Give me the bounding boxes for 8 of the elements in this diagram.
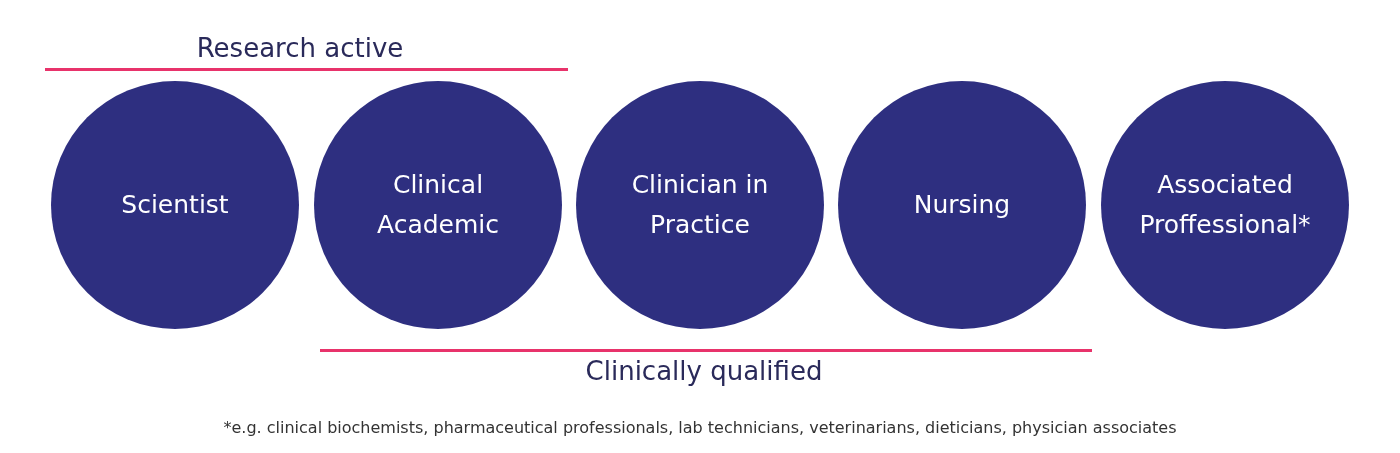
- group-label: Research active: [196, 33, 404, 63]
- role-name: Clinician in Practice: [630, 169, 770, 241]
- role-name: Associated Proffessional*: [1138, 169, 1312, 241]
- role-name: Scientist: [120, 189, 230, 221]
- role-name: Nursing: [912, 189, 1012, 221]
- role-name: Clinical Academic: [376, 169, 500, 241]
- footnote: *e.g. clinical biochemists, pharmaceutical professionals, lab technicians, veterinarians, dieticians, physician associates: [223, 418, 1177, 437]
- group-label: Clinically qualified: [585, 356, 823, 386]
